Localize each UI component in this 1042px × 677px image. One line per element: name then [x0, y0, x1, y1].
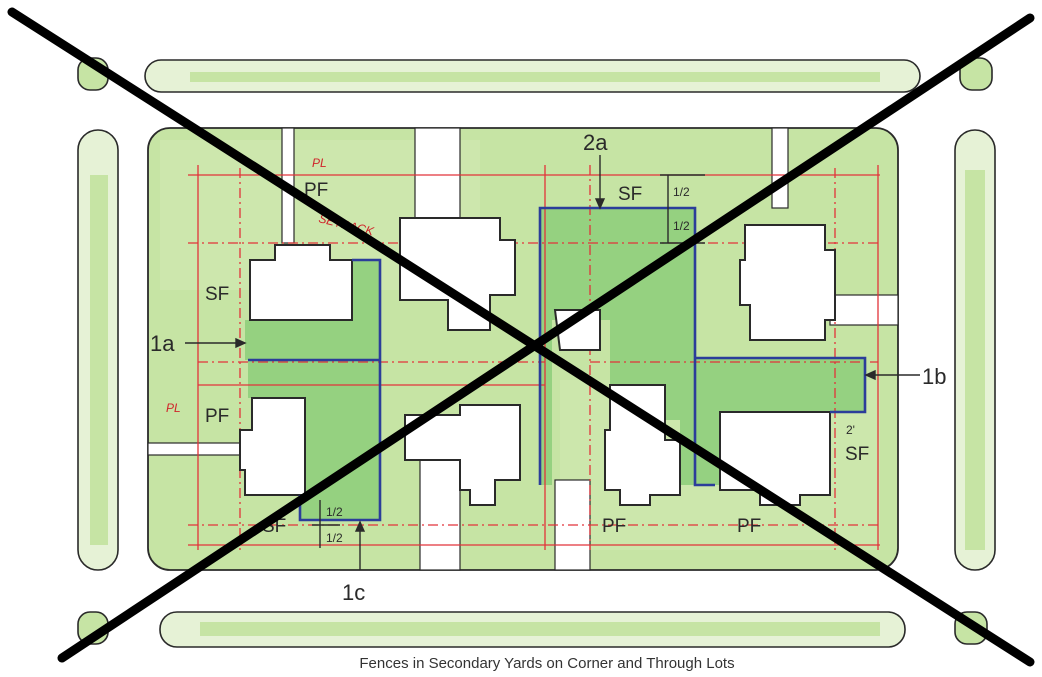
fence-2a — [538, 206, 715, 487]
dim-1b: 2' — [846, 423, 855, 437]
label-pf-left: PF — [205, 406, 229, 427]
callouts — [185, 155, 920, 570]
callout-1c: 1c — [342, 580, 365, 605]
label-pf-b2: PF — [737, 516, 761, 537]
house-3 — [239, 397, 306, 496]
label-pf-b1: PF — [602, 516, 626, 537]
houses — [239, 217, 836, 506]
walk-right — [829, 294, 899, 326]
note-pl-top: PL — [312, 156, 327, 170]
callout-2a: 2a — [583, 130, 608, 155]
fence-1b — [695, 356, 867, 414]
diagram-caption: Fences in Secondary Yards on Corner and … — [359, 655, 734, 672]
house-1 — [249, 244, 353, 321]
cross-out-mark — [7, 7, 1035, 667]
dim-1c-top: 1/2 — [326, 505, 343, 519]
driveway-top-right — [771, 127, 789, 209]
label-sf-left: SF — [205, 284, 229, 305]
dim-1c-bottom: 1/2 — [326, 531, 343, 545]
fence-area-1b — [695, 358, 865, 485]
callout-labels: 1a 1b 1c 2a 1/2 1/2 1/2 1/2 2' — [150, 130, 946, 605]
streets — [77, 57, 996, 648]
fence-area-1a — [245, 260, 380, 520]
label-pf-top: PF — [304, 180, 328, 201]
house-6 — [604, 384, 681, 506]
house-4 — [404, 404, 521, 506]
callout-1a: 1a — [150, 331, 175, 356]
label-sf-right: SF — [845, 444, 869, 465]
dim-2a-top: 1/2 — [673, 185, 690, 199]
house-7 — [739, 224, 836, 341]
note-pl-left: PL — [166, 401, 181, 415]
walk-left — [147, 442, 241, 456]
dim-2a-bottom: 1/2 — [673, 219, 690, 233]
driveway-top-mid — [414, 127, 461, 219]
label-sf-2a: SF — [618, 184, 642, 205]
fence-1a — [298, 258, 382, 522]
house-2 — [399, 217, 516, 331]
callout-1b: 1b — [922, 364, 946, 389]
fence-lines — [248, 206, 867, 522]
